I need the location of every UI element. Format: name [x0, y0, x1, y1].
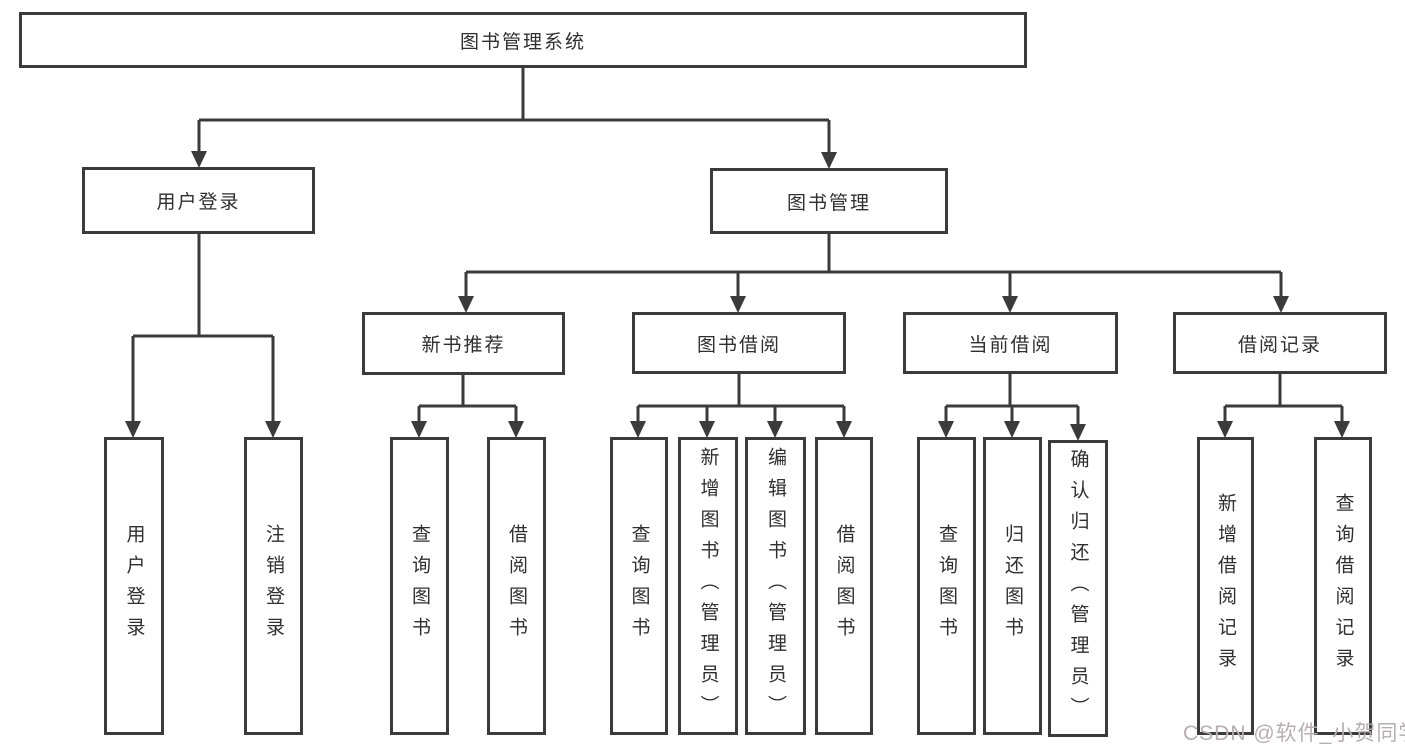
leaf-user-login: 用户登录 — [104, 437, 164, 735]
leaf-query-borrow-record: 查询借阅记录 — [1314, 437, 1372, 735]
csdn-watermark: CSDN @软件_小贺同学 — [1183, 722, 1405, 745]
leaf-query-books-current: 查询图书 — [917, 437, 976, 735]
leaf-return-books: 归还图书 — [983, 437, 1042, 735]
node-user-login: 用户登录 — [82, 167, 315, 234]
node-book-borrowing: 图书借阅 — [632, 312, 846, 374]
leaf-query-books-borrow: 查询图书 — [610, 437, 668, 735]
leaf-add-borrow-record: 新增借阅记录 — [1197, 437, 1254, 735]
leaf-edit-books-admin: 编辑图书（管理员） — [745, 437, 806, 735]
node-book-management: 图书管理 — [710, 168, 948, 234]
arrowheads — [125, 151, 1350, 441]
leaf-borrow-books: 借阅图书 — [815, 437, 873, 735]
node-library-system: 图书管理系统 — [19, 12, 1027, 68]
node-current-borrowing: 当前借阅 — [903, 312, 1118, 374]
leaf-confirm-return-admin: 确认归还（管理员） — [1048, 440, 1108, 737]
node-borrowing-records: 借阅记录 — [1173, 312, 1387, 374]
leaf-query-books-recommend: 查询图书 — [390, 437, 449, 735]
leaf-logout: 注销登录 — [244, 437, 303, 735]
node-new-book-recommendation: 新书推荐 — [362, 312, 565, 375]
leaf-borrow-books-recommend: 借阅图书 — [487, 437, 546, 735]
leaf-add-books-admin: 新增图书（管理员） — [678, 437, 738, 735]
